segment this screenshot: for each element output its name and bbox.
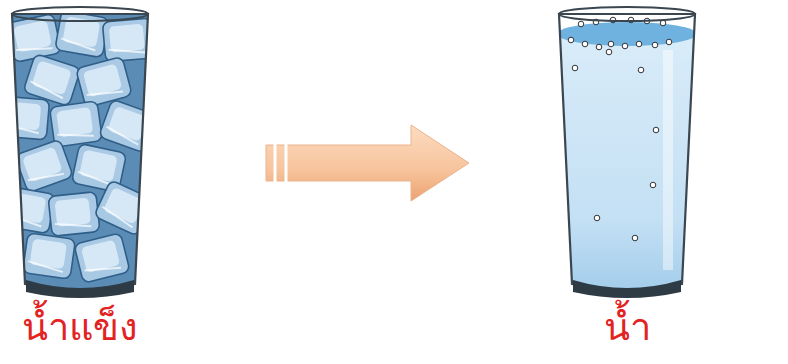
ice-cube (15, 139, 74, 193)
block-arrow (266, 125, 469, 201)
air-bubble (608, 41, 614, 47)
glass-label: น้ำ (551, 302, 703, 352)
ice-cube (4, 96, 50, 140)
water-glass: น้ำ (551, 0, 703, 364)
ice-cube (74, 233, 130, 283)
air-bubble (666, 39, 672, 45)
arrow-tail-stripe (285, 143, 288, 183)
ice-cube (22, 233, 75, 279)
air-bubble (636, 41, 642, 47)
ice-cube (94, 180, 154, 237)
air-bubble (568, 37, 574, 43)
ice-cube (76, 56, 133, 107)
glass-rim (559, 7, 695, 21)
air-bubble (650, 182, 656, 188)
glass-illustration (551, 0, 703, 300)
air-bubble (572, 65, 578, 71)
arrow-tail-stripe (274, 143, 277, 183)
air-bubble (596, 44, 602, 50)
ice-cube (48, 192, 100, 237)
air-bubble (638, 67, 644, 73)
glass-rim (12, 7, 148, 21)
air-bubble (594, 215, 600, 221)
air-bubble (578, 21, 584, 27)
water-fill (551, 0, 703, 300)
ice-glass: น้ำแข็ง (4, 0, 156, 364)
glass-label: น้ำแข็ง (4, 302, 156, 352)
air-bubble (622, 43, 628, 49)
glass-outline (559, 14, 695, 291)
air-bubble (652, 42, 658, 48)
glass-base (573, 280, 681, 298)
glass-base (26, 280, 134, 298)
air-bubble (606, 49, 612, 55)
air-bubble (582, 41, 588, 47)
ice-cube (49, 101, 102, 147)
ice-cube (99, 99, 156, 153)
glass-illustration (4, 0, 156, 300)
air-bubble (632, 235, 638, 241)
ice-cube (55, 10, 109, 58)
glass-outline (12, 14, 148, 291)
air-bubble (653, 127, 659, 133)
ice-cube (4, 186, 55, 234)
ice-fill (4, 0, 156, 300)
